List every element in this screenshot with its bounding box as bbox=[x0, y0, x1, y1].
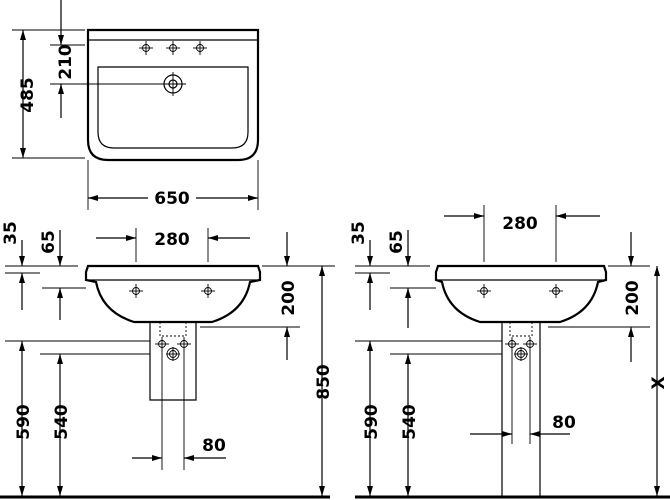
dim-540-right: 540 bbox=[400, 404, 420, 440]
dim-65-right: 65 bbox=[387, 230, 407, 254]
dim-485: 485 bbox=[18, 77, 38, 113]
front-view-pedestal: 35 65 280 200 X 590 540 bbox=[349, 205, 670, 499]
waste-fitting-icon bbox=[165, 346, 181, 362]
dim-35-right: 35 bbox=[349, 221, 369, 245]
dim-850: 850 bbox=[314, 364, 334, 400]
dim-590-right: 590 bbox=[362, 404, 382, 440]
dim-280-right: 280 bbox=[502, 214, 538, 234]
basin-front-outline bbox=[434, 264, 608, 324]
dim-35-left: 35 bbox=[1, 221, 21, 245]
dim-280-left: 280 bbox=[154, 230, 190, 250]
waste-fitting-icon bbox=[154, 336, 170, 352]
waste-fitting-icon bbox=[504, 336, 520, 352]
waste-fitting-icon bbox=[522, 336, 538, 352]
dim-200-right: 200 bbox=[623, 280, 643, 316]
tap-hole-icon bbox=[548, 283, 564, 299]
tap-hole-icon bbox=[476, 283, 492, 299]
waste-fitting-icon bbox=[513, 346, 529, 362]
tap-hole-icon bbox=[200, 283, 216, 299]
basin-bowl-outline bbox=[97, 66, 249, 149]
basin-front-outline bbox=[84, 264, 262, 324]
dim-80-left: 80 bbox=[202, 436, 226, 456]
semi-pedestal bbox=[149, 322, 197, 401]
waste-fitting-icon bbox=[176, 336, 192, 352]
dim-540-left: 540 bbox=[52, 404, 72, 440]
dim-590-left: 590 bbox=[14, 404, 34, 440]
tap-hole-icon bbox=[165, 40, 181, 56]
pedestal bbox=[501, 322, 541, 496]
basin-top-outline bbox=[86, 28, 260, 162]
tap-hole-icon bbox=[192, 40, 208, 56]
top-view: 485 210 650 bbox=[12, 0, 260, 210]
dim-65-left: 65 bbox=[39, 230, 59, 254]
dim-650: 650 bbox=[154, 189, 190, 209]
dim-210: 210 bbox=[56, 44, 76, 80]
tap-hole-icon bbox=[128, 283, 144, 299]
tap-hole-icon bbox=[138, 40, 154, 56]
dim-200-left: 200 bbox=[279, 280, 299, 316]
dim-80-right: 80 bbox=[552, 413, 576, 433]
front-view-semi-pedestal: 35 65 280 200 850 590 540 bbox=[0, 221, 335, 499]
dim-x: X bbox=[649, 376, 669, 389]
